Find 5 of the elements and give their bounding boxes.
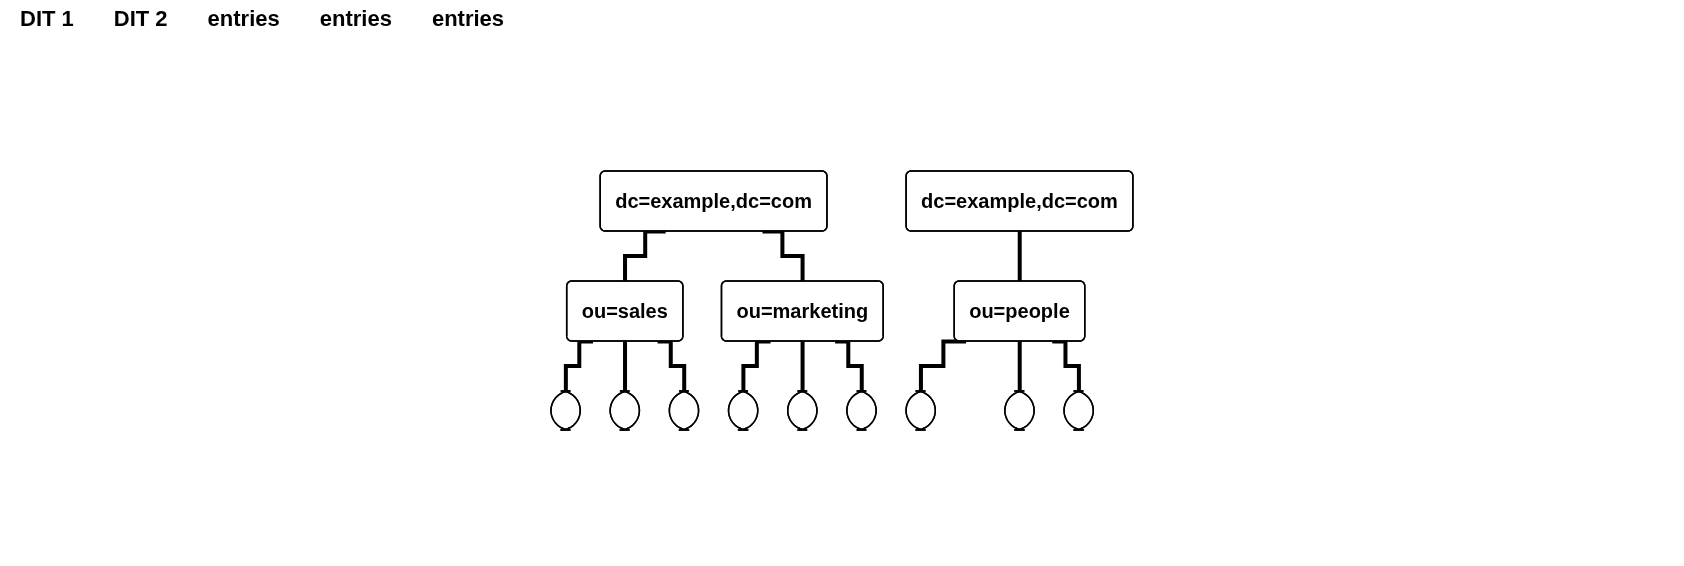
tree-label: entries (207, 6, 280, 32)
tree-label: entries (431, 6, 505, 32)
tree-label: DIT 1 (20, 6, 74, 32)
tree-label: DIT 2 (113, 6, 168, 32)
tree-label: entries (319, 6, 392, 32)
